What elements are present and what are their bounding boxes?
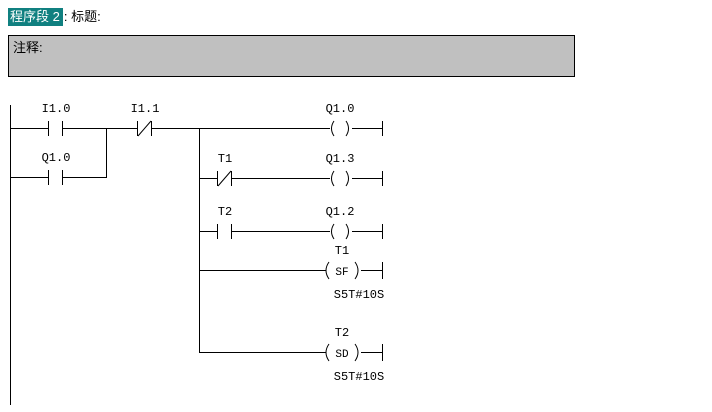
- coil-q12-paren-left[interactable]: [331, 223, 335, 240]
- timer-t1-name-label: T1: [335, 244, 349, 258]
- contact-i10-label: I1.0: [42, 102, 71, 116]
- timer-t2-paren-right[interactable]: [354, 343, 359, 362]
- network-header[interactable]: 程序段 2 : 标题:: [8, 7, 101, 26]
- coil-q10-paren-right[interactable]: [345, 120, 349, 137]
- timer-t2-type-label: SD: [335, 349, 349, 361]
- network-title-suffix: : 标题:: [63, 9, 101, 24]
- contact-i11-slash[interactable]: [137, 120, 152, 137]
- network-title-highlight[interactable]: 程序段 2: [8, 7, 63, 26]
- timer-t1-preset-label: S5T#10S: [334, 288, 384, 302]
- network-comment-label: 注释:: [13, 40, 43, 55]
- coil-q13-paren-left[interactable]: [331, 170, 335, 187]
- coil-q12-label: Q1.2: [326, 205, 355, 219]
- timer-t1-paren-right[interactable]: [354, 261, 359, 280]
- timer-t2-name-label: T2: [335, 326, 349, 340]
- ladder-diagram: I1.0 I1.1 Q1.0 Q1.0 T1 Q1.3 T2 Q1.2 SF: [0, 90, 712, 412]
- timer-t1-type-label: SF: [335, 267, 348, 279]
- contact-t1-label: T1: [218, 152, 232, 166]
- coil-q13-paren-right[interactable]: [345, 170, 349, 187]
- coil-q12-paren-right[interactable]: [345, 223, 349, 240]
- contact-t1-slash[interactable]: [217, 170, 232, 187]
- contact-t2-label: T2: [218, 205, 232, 219]
- contact-i11-label: I1.1: [131, 102, 160, 116]
- timer-t1-paren-left[interactable]: [325, 261, 330, 280]
- timer-t2-preset-label: S5T#10S: [334, 370, 384, 384]
- network-comment-box[interactable]: 注释:: [8, 35, 575, 77]
- timer-t2-paren-left[interactable]: [325, 343, 330, 362]
- contact-q10-label: Q1.0: [42, 151, 71, 165]
- coil-q13-label: Q1.3: [326, 152, 355, 166]
- coil-q10-label: Q1.0: [326, 102, 355, 116]
- coil-q10-paren-left[interactable]: [331, 120, 335, 137]
